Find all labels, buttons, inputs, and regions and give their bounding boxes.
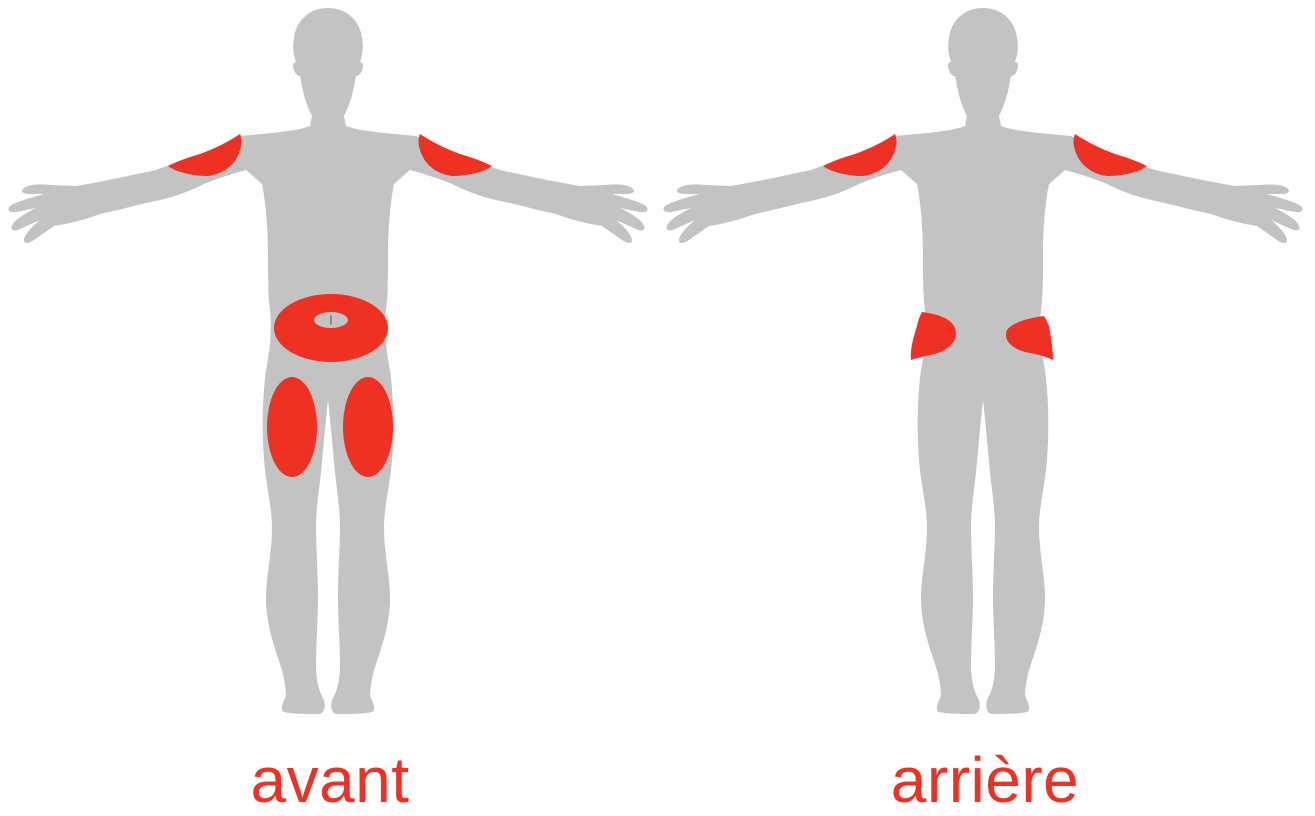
front-zone-thigh-left	[343, 377, 393, 477]
front-label: avant	[0, 748, 660, 812]
navel-mark	[330, 315, 332, 325]
back-body-silhouette	[663, 8, 1302, 714]
front-body-diagram	[0, 0, 660, 730]
back-body-diagram	[655, 0, 1315, 730]
front-figure: avant	[0, 0, 660, 812]
back-label: arrière	[655, 748, 1315, 812]
back-figure: arrière	[655, 0, 1315, 812]
front-zone-thigh-right	[267, 377, 317, 477]
